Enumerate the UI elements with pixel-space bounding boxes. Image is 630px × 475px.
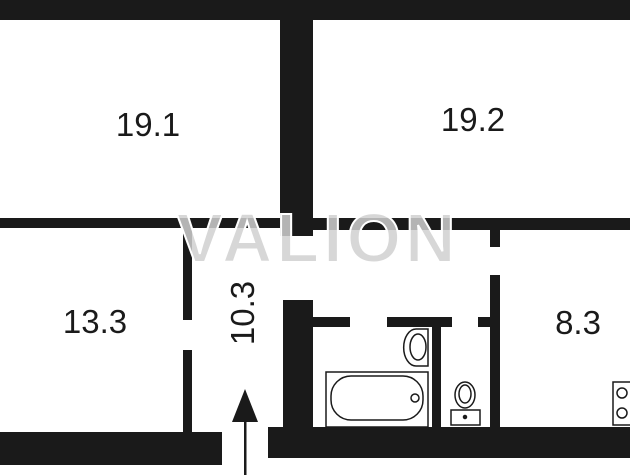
bath-wall-segment-1 <box>313 317 350 327</box>
room-area-label: 13.3 <box>63 303 127 340</box>
wall-13-3-upper <box>183 228 192 320</box>
room-area-label: 10.3 <box>224 281 261 345</box>
center-wall <box>280 0 313 236</box>
kitchen-wall-upper <box>490 228 500 247</box>
room-area-label: 19.1 <box>116 106 180 143</box>
bath-wc-wall <box>432 317 441 427</box>
stove-icon <box>612 381 630 426</box>
bath-wall-segment-3 <box>478 317 493 327</box>
wall-13-3-lower <box>183 350 192 432</box>
wall-19-1-bottom <box>0 218 280 228</box>
room-area-label: 8.3 <box>555 304 601 341</box>
bathroom-thick-wall <box>283 300 313 458</box>
entrance-arrow-icon <box>232 389 258 475</box>
toilet-icon <box>450 381 481 426</box>
bottom-wall-left <box>0 432 222 465</box>
bath-wall-segment-2 <box>387 317 452 327</box>
bottom-wall-right <box>268 427 630 458</box>
sink-icon <box>402 328 429 367</box>
kitchen-wall-lower <box>490 275 500 427</box>
fixtures <box>325 328 630 428</box>
wall-19-2-bottom <box>313 218 630 230</box>
room-area-label: 19.2 <box>441 101 505 138</box>
walls <box>0 0 630 465</box>
top-wall <box>0 0 630 20</box>
bathtub-icon <box>325 371 429 428</box>
watermark: VALION <box>176 199 459 277</box>
